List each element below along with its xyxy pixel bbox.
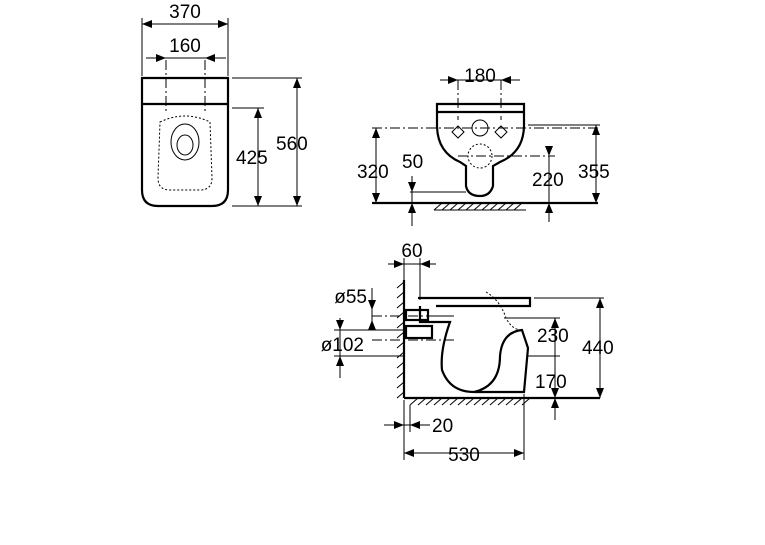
dim-60-arrow-left (394, 260, 404, 268)
dim-230-arrow-top (551, 318, 559, 328)
dim-180-arrow-left (448, 76, 458, 84)
side-view-floor-hatch (409, 397, 531, 406)
dim-50-arrow-top (408, 182, 416, 192)
dim-20-arrow-right (410, 421, 420, 429)
side-view: 60 ø55 ø102 230 440 170 20 530 (321, 241, 614, 466)
dim-220-arrow-top (545, 146, 553, 156)
label-wall-offset: 60 (401, 241, 422, 262)
dim-370-arrow-left (142, 20, 152, 28)
top-view-bowl-outline (140, 76, 230, 208)
label-outlet-centre-height: 170 (535, 372, 567, 393)
dim-370-arrow-right (218, 20, 228, 28)
side-view-seat (418, 296, 532, 308)
side-view-wall-hatch (396, 281, 405, 399)
dim-170-arrow-top (551, 398, 559, 408)
label-total-length: 530 (448, 445, 480, 466)
side-view-outlet-fitting (404, 324, 434, 340)
label-fixing-spacing-top: 160 (169, 36, 201, 57)
dim-425-arrow-top (254, 108, 262, 118)
dim-160-arrow-left (156, 54, 166, 62)
dim-180-arrow-right (501, 76, 511, 84)
label-outlet-height: 220 (532, 170, 564, 191)
label-inlet-height: 230 (537, 326, 569, 347)
dim-d55-arrow-bottom (368, 320, 376, 330)
top-view-inner-bowl (157, 115, 213, 191)
dim-220-arrow-bottom (545, 203, 553, 213)
top-view-outlet-ring (170, 123, 200, 161)
dim-355-arrow-top (592, 125, 600, 135)
dim-440-arrow-bottom (596, 388, 604, 398)
front-view-fixing-left (451, 125, 465, 139)
dim-d102-arrow-top (336, 320, 344, 330)
label-fixing-height: 320 (357, 162, 389, 183)
label-outlet-diameter: ø102 (321, 335, 364, 356)
dim-425-arrow-bottom (254, 196, 262, 206)
dim-320-arrow-bottom (372, 193, 380, 203)
dim-60-arrow-right (420, 260, 430, 268)
dim-d55-arrow-top (368, 300, 376, 310)
front-view-floor-hatch (433, 202, 526, 211)
label-inlet-diameter: ø55 (334, 287, 367, 308)
dim-530-arrow-right (514, 449, 524, 457)
dim-50-arrow-bottom (408, 203, 416, 213)
front-view: 180 320 50 220 355 (357, 66, 610, 226)
side-view-bowl-profile (418, 306, 530, 394)
top-view-outlet-inner (176, 134, 194, 156)
dim-530-arrow-left (404, 449, 414, 457)
front-view-outline (435, 102, 526, 198)
side-view-inlet-fitting (404, 308, 430, 322)
top-view: 370 160 560 425 (140, 2, 308, 208)
dim-440-arrow-top (596, 298, 604, 308)
label-outlet-offset: 50 (402, 152, 423, 173)
dim-560-arrow-top (293, 78, 301, 88)
label-fixing-to-front: 425 (236, 148, 268, 169)
label-rear-gap: 20 (432, 416, 453, 437)
label-width-total: 370 (169, 2, 201, 23)
dim-160-arrow-right (205, 54, 215, 62)
dim-d102-arrow-bottom (336, 356, 344, 366)
label-front-fixing-spacing: 180 (464, 66, 496, 87)
dim-355-arrow-bottom (592, 193, 600, 203)
label-top-height: 355 (578, 162, 610, 183)
dim-20-arrow-left (394, 421, 404, 429)
label-length-total: 560 (276, 134, 308, 155)
label-total-height: 440 (582, 338, 614, 359)
dim-320-arrow-top (372, 128, 380, 138)
dim-560-arrow-bottom (293, 196, 301, 206)
